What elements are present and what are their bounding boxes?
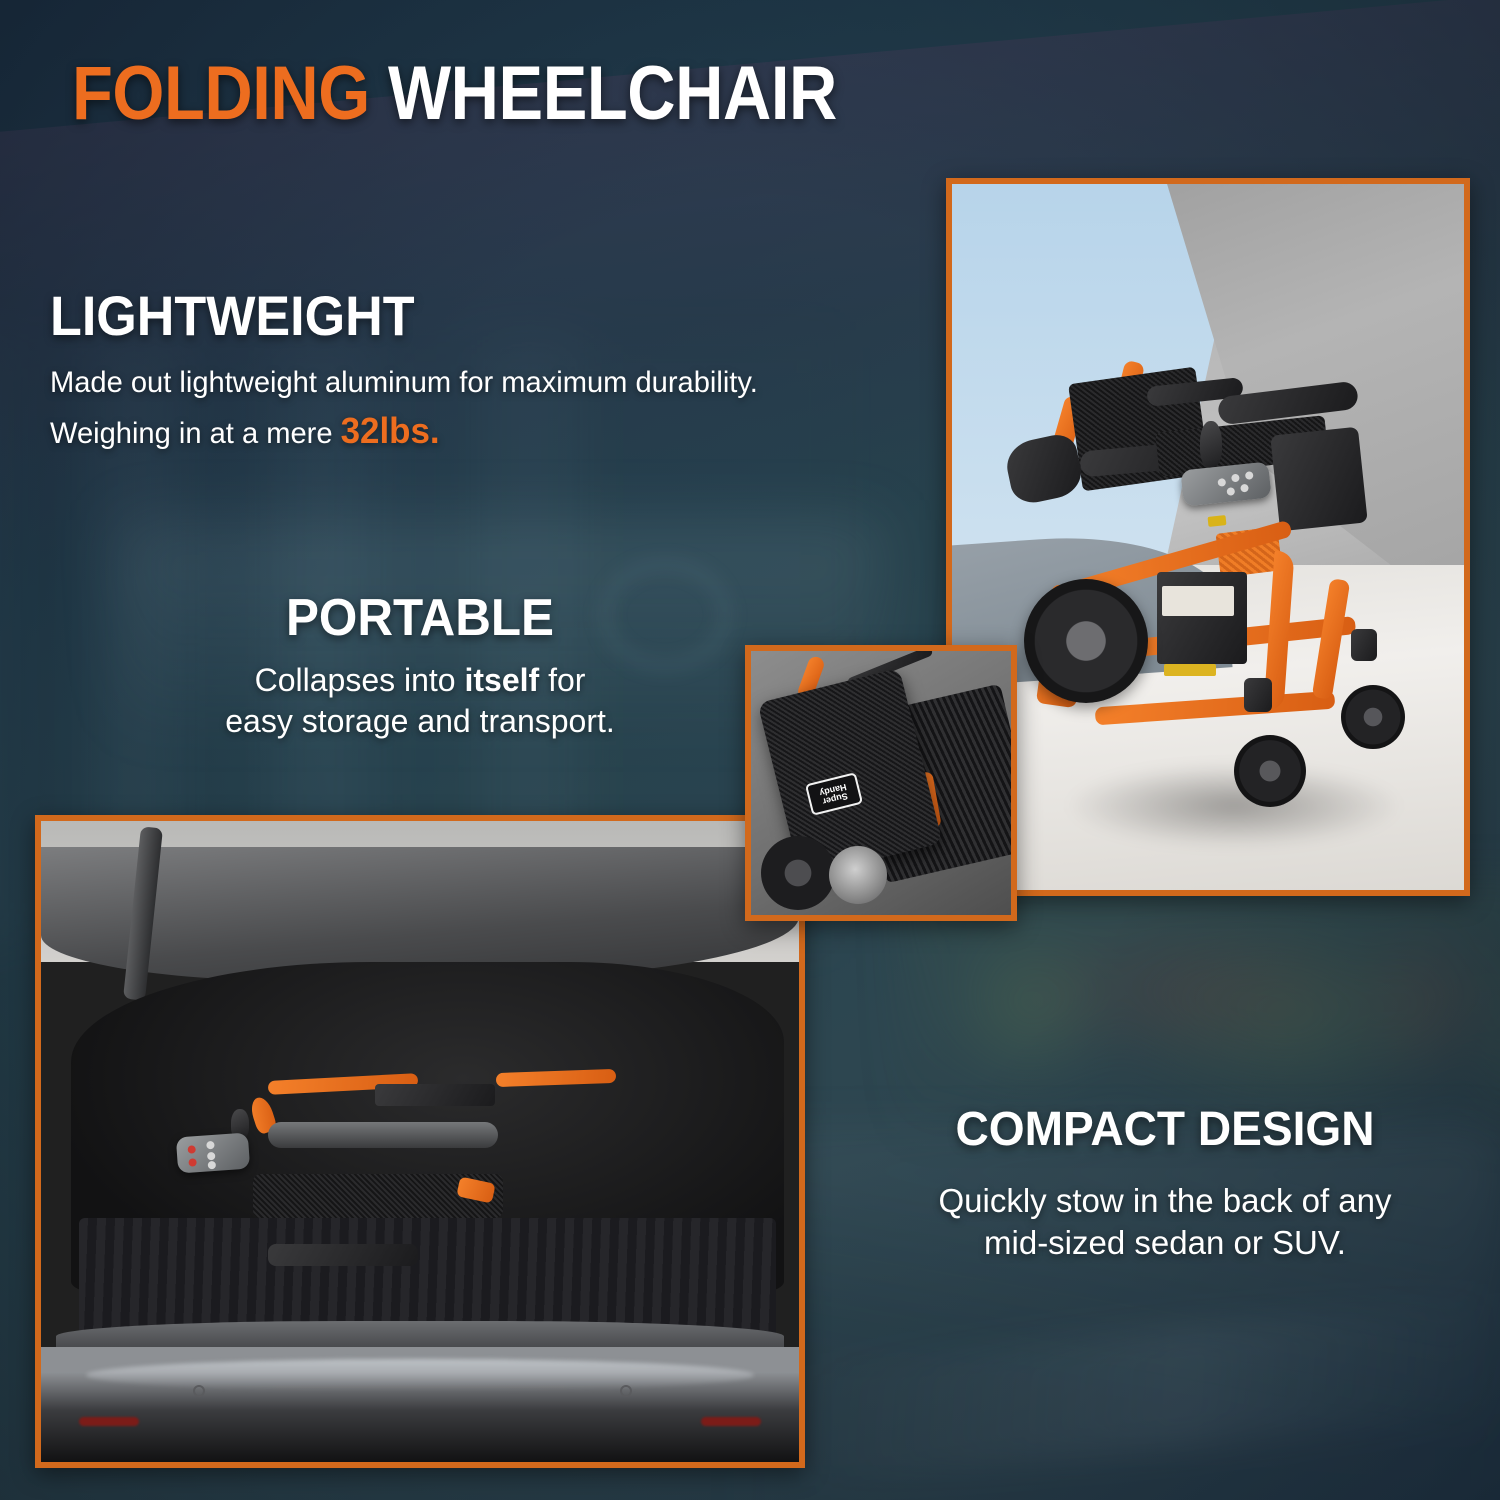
background-blurred-pavement xyxy=(740,1130,1500,1500)
portable-body: Collapses into itself for easy storage an… xyxy=(110,660,730,742)
controller-button-2[interactable] xyxy=(1231,473,1241,483)
title-word-folding: FOLDING xyxy=(72,51,370,136)
rear-wheel-left xyxy=(1023,579,1148,704)
warning-sticker xyxy=(1207,514,1227,527)
trunk-controller-button-horn[interactable] xyxy=(188,1158,198,1167)
inset-motor-hub xyxy=(829,846,887,905)
lightweight-line-1: Made out lightweight aluminum for maximu… xyxy=(50,366,758,399)
feature-section-compact-design: COMPACT DESIGN Quickly stow in the back … xyxy=(855,1106,1475,1264)
product-photo-car-trunk xyxy=(35,815,805,1468)
background-ellipse-shape xyxy=(600,560,730,670)
trunk-lid xyxy=(41,846,799,982)
compact-line-2: mid-sized sedan or SUV. xyxy=(984,1224,1346,1262)
bumper-reflector-right xyxy=(701,1417,762,1427)
lightweight-weight-value: 32lbs. xyxy=(340,410,440,452)
caster-fork-right xyxy=(1351,628,1378,661)
trunk-joystick-stick xyxy=(230,1109,249,1140)
trunk-controller-button-power[interactable] xyxy=(187,1145,197,1154)
trunk-controller-button-speed[interactable] xyxy=(207,1151,216,1161)
product-photo-closeup-seatback: Super Handy xyxy=(745,645,1017,921)
trunk-controller-button-lock[interactable] xyxy=(206,1140,216,1150)
trunk-armrest xyxy=(268,1122,499,1149)
trunk-frame-bar xyxy=(268,1244,419,1267)
trunk-joystick-controller xyxy=(176,1132,251,1174)
controller-button-1[interactable] xyxy=(1217,478,1227,488)
inset-wheel xyxy=(761,835,836,910)
controller-button-4[interactable] xyxy=(1226,487,1236,497)
battery-label xyxy=(1161,586,1234,617)
front-caster-right xyxy=(1341,685,1406,750)
trunk-battery-pack xyxy=(374,1083,495,1106)
parking-sensor-right xyxy=(620,1385,633,1398)
joystick-stick xyxy=(1200,420,1223,467)
parking-sensor-left xyxy=(192,1385,205,1398)
portable-line-2: easy storage and transport. xyxy=(225,702,615,739)
portable-heading: PORTABLE xyxy=(285,589,555,647)
caster-fork-left xyxy=(1243,678,1272,713)
lightweight-line-2-prefix: Weighing in at a mere xyxy=(50,417,341,451)
trunk-photo-scene xyxy=(41,821,799,1462)
battery-warning-label xyxy=(1164,664,1217,677)
lightweight-heading: LIGHTWEIGHT xyxy=(50,284,415,347)
portable-line-1-b: for xyxy=(539,662,586,698)
feature-section-portable: PORTABLE Collapses into itself for easy s… xyxy=(110,592,730,742)
portable-line-1-bold: itself xyxy=(464,662,540,698)
inset-photo-scene: Super Handy xyxy=(751,651,1011,915)
brand-label-text: Super Handy xyxy=(818,781,850,807)
front-caster-left xyxy=(1233,734,1306,807)
bumper-reflector-left xyxy=(78,1417,139,1427)
portable-line-1-a: Collapses into xyxy=(254,662,465,698)
title-word-wheelchair: WHEELCHAIR xyxy=(369,51,837,136)
compact-body: Quickly stow in the back of any mid-sized… xyxy=(855,1180,1475,1264)
controller-button-3[interactable] xyxy=(1245,471,1255,481)
compact-line-1: Quickly stow in the back of any xyxy=(938,1182,1392,1219)
compact-heading: COMPACT DESIGN xyxy=(955,1103,1375,1156)
page-title: FOLDING WHEELCHAIR xyxy=(72,56,837,132)
side-bag xyxy=(1269,426,1368,532)
background-blurred-greenery xyxy=(900,880,1500,1200)
feature-section-lightweight: LIGHTWEIGHT Made out lightweight aluminu… xyxy=(50,288,930,454)
trunk-controller-button-mode[interactable] xyxy=(208,1160,217,1170)
lightweight-line-2: Weighing in at a mere 32lbs. xyxy=(50,408,904,454)
product-shadow xyxy=(1064,762,1403,848)
controller-button-5[interactable] xyxy=(1240,484,1250,493)
main-photo-scene xyxy=(952,184,1464,890)
product-photo-folded-wheelchair xyxy=(946,178,1470,896)
